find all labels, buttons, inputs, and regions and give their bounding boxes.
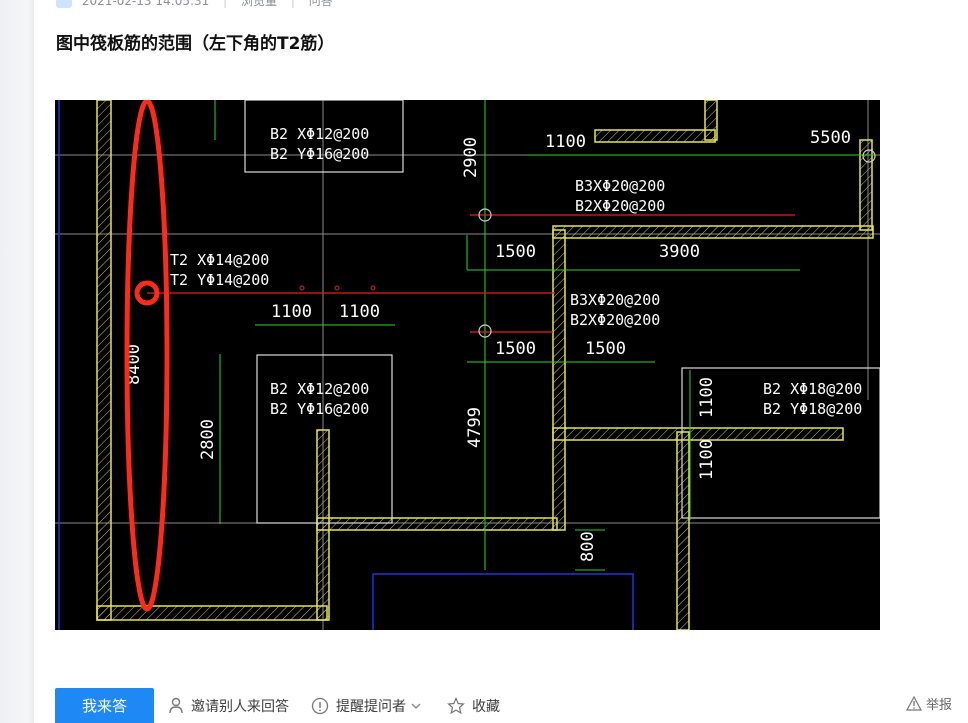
avatar[interactable] [56,0,72,8]
meta-separator: | [223,0,228,8]
cad-drawing-image[interactable]: B2 XΦ12@200 B2 YΦ16@200 B3XΦ20@200 B2XΦ2… [55,100,880,630]
question-title: 图中筏板筋的范围（左下角的T2筋） [56,34,335,54]
dim-1100-top: 1100 [545,132,586,152]
dim-1100-right: 1100 [339,302,380,322]
meta-separator: | [290,0,295,8]
label-t2-y: T2 YΦ14@200 [170,271,269,289]
favorite-label: 收藏 [472,698,500,715]
report-label: 举报 [925,698,952,713]
label-t2-x: T2 XΦ14@200 [170,251,269,269]
meta-tag: 问答 [308,0,333,8]
grid-bubbles [478,149,876,338]
favorite-action[interactable]: 收藏 [447,696,500,716]
dim-2900: 2900 [461,137,481,178]
remind-action[interactable]: 提醒提问者 [311,696,429,716]
label-b3-b-y: B2XΦ20@200 [570,311,660,329]
dim-1500-b: 1500 [495,339,536,359]
dim-1100-v2: 1100 [697,439,717,480]
label-b2-top-y: B2 YΦ16@200 [270,145,369,163]
user-icon [169,697,183,713]
dim-1500-a: 1500 [495,242,536,262]
axis-lines [55,100,880,630]
blue-lines [58,100,634,630]
label-b2-mid-y: B2 YΦ16@200 [270,400,369,418]
walls [96,100,874,630]
rebar-labels: B2 XΦ12@200 B2 YΦ16@200 B3XΦ20@200 B2XΦ2… [170,125,862,418]
dim-3900: 3900 [659,242,700,262]
label-b3-a-x: B3XΦ20@200 [575,177,665,195]
meta-time: 2021-02-13 14:05:31 [81,0,210,8]
question-meta: 2021-02-13 14:05:31 | 浏览量 | 问答 [56,0,756,8]
chevron-down-icon [411,703,421,709]
dimension-labels: 1100 5500 1500 3900 1100 1100 1500 1500 … [124,128,851,562]
label-b3-a-y: B2XΦ20@200 [575,197,665,215]
dim-1100-v1: 1100 [697,377,717,418]
label-b3-b-x: B3XΦ20@200 [570,291,660,309]
dim-1500-c: 1500 [585,339,626,359]
dim-2800: 2800 [198,419,218,460]
dim-4799: 4799 [465,407,485,448]
invite-label: 邀请别人来回答 [191,698,289,715]
warning-icon [905,696,922,711]
report-action[interactable]: 举报 [905,694,952,713]
dim-1100-left: 1100 [271,302,312,322]
label-b2-top-x: B2 XΦ12@200 [270,125,369,143]
dimension-lines [214,100,875,571]
star-icon [447,696,465,714]
slab-regions [244,100,880,524]
left-gutter [0,0,34,723]
cad-drawing: B2 XΦ12@200 B2 YΦ16@200 B3XΦ20@200 B2XΦ2… [55,100,880,630]
action-bar: 我来答 邀请别人来回答 提醒提问者 收藏 [55,688,955,723]
dim-5500: 5500 [810,128,851,148]
red-annotation [124,100,170,612]
answer-button[interactable]: 我来答 [55,688,154,723]
rebar-lines [147,214,795,333]
rebar-markers [299,285,376,291]
info-icon [311,697,329,714]
dim-800: 800 [578,531,598,562]
label-b2-mid-x: B2 XΦ12@200 [270,380,369,398]
label-b2-right-y: B2 YΦ18@200 [763,400,862,418]
remind-label: 提醒提问者 [336,698,406,715]
label-b2-right-x: B2 XΦ18@200 [763,380,862,398]
meta-extra: 浏览量 [240,0,277,8]
invite-action[interactable]: 邀请别人来回答 [168,696,289,716]
